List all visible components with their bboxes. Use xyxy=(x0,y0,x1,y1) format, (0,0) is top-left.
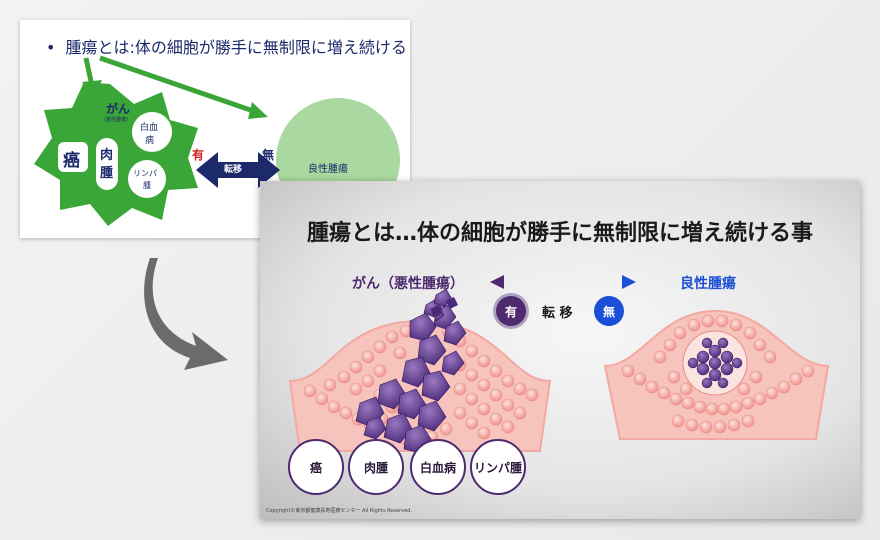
diagonal-arrow-icon xyxy=(99,55,268,119)
type-circle-leukemia: 白血病 xyxy=(410,439,466,495)
slide-title: 腫瘍とは…体の細胞が勝手に無制限に増え続ける事 xyxy=(306,221,813,246)
benign-label: 良性腫瘍 xyxy=(308,164,348,175)
cancer-label: がん xyxy=(106,102,131,116)
benign-tumor-label: 良性腫瘍 xyxy=(680,276,736,292)
type-circle-carcinoma: 癌 xyxy=(288,439,344,495)
type-lymphoma-line2: 腫 xyxy=(143,181,151,190)
copyright: Copyright©東京都健康長寿医療センター All Rights Reser… xyxy=(266,508,413,514)
none-label: 無 xyxy=(262,148,275,162)
type-circle-lymphoma: リンパ腫 xyxy=(470,439,526,495)
has-label: 有 xyxy=(192,148,205,162)
cancer-malignant-label: がん（悪性腫瘍） xyxy=(352,276,464,292)
bullet-dot: • xyxy=(46,38,56,57)
type-circle-sarcoma: 肉腫 xyxy=(348,439,404,495)
none-badge: 無 xyxy=(594,296,624,326)
metastasis-double-arrow-icon xyxy=(196,152,280,188)
slide-after: 腫瘍とは…体の細胞が勝手に無制限に増え続ける事 がん（悪性腫瘍） 良性腫瘍 有 … xyxy=(260,181,860,519)
metastasis-arrow-icon xyxy=(490,275,636,289)
benign-cells xyxy=(621,314,815,434)
cancer-sub-label: (悪性腫瘍) xyxy=(104,117,128,123)
lymphoma-circle xyxy=(128,160,166,198)
leukemia-circle xyxy=(132,112,172,152)
has-badge: 有 xyxy=(496,296,526,326)
bullet-text: 腫瘍とは:体の細胞が勝手に無制限に増え続ける xyxy=(65,38,407,57)
metastasis-text: 転 移 xyxy=(542,306,573,321)
type-sarcoma-line1: 肉 xyxy=(100,148,114,163)
type-lymphoma-line1: リンパ xyxy=(133,169,157,178)
sarcoma-box xyxy=(96,138,118,190)
curved-arrow-icon xyxy=(144,258,228,370)
floating-cancer-cells xyxy=(430,297,458,317)
tissue-illustration xyxy=(288,288,830,454)
type-leukemia-line1: 白血 xyxy=(140,123,159,133)
type-carcinoma: 癌 xyxy=(63,151,80,171)
benign-tumor-cells xyxy=(687,337,743,389)
metastasis-label: 転移 xyxy=(224,165,243,175)
carcinoma-box xyxy=(58,142,88,172)
type-sarcoma-line2: 腫 xyxy=(100,166,114,181)
type-leukemia-line2: 病 xyxy=(145,136,155,146)
bullet-title: • 腫瘍とは:体の細胞が勝手に無制限に増え続ける xyxy=(46,34,407,58)
